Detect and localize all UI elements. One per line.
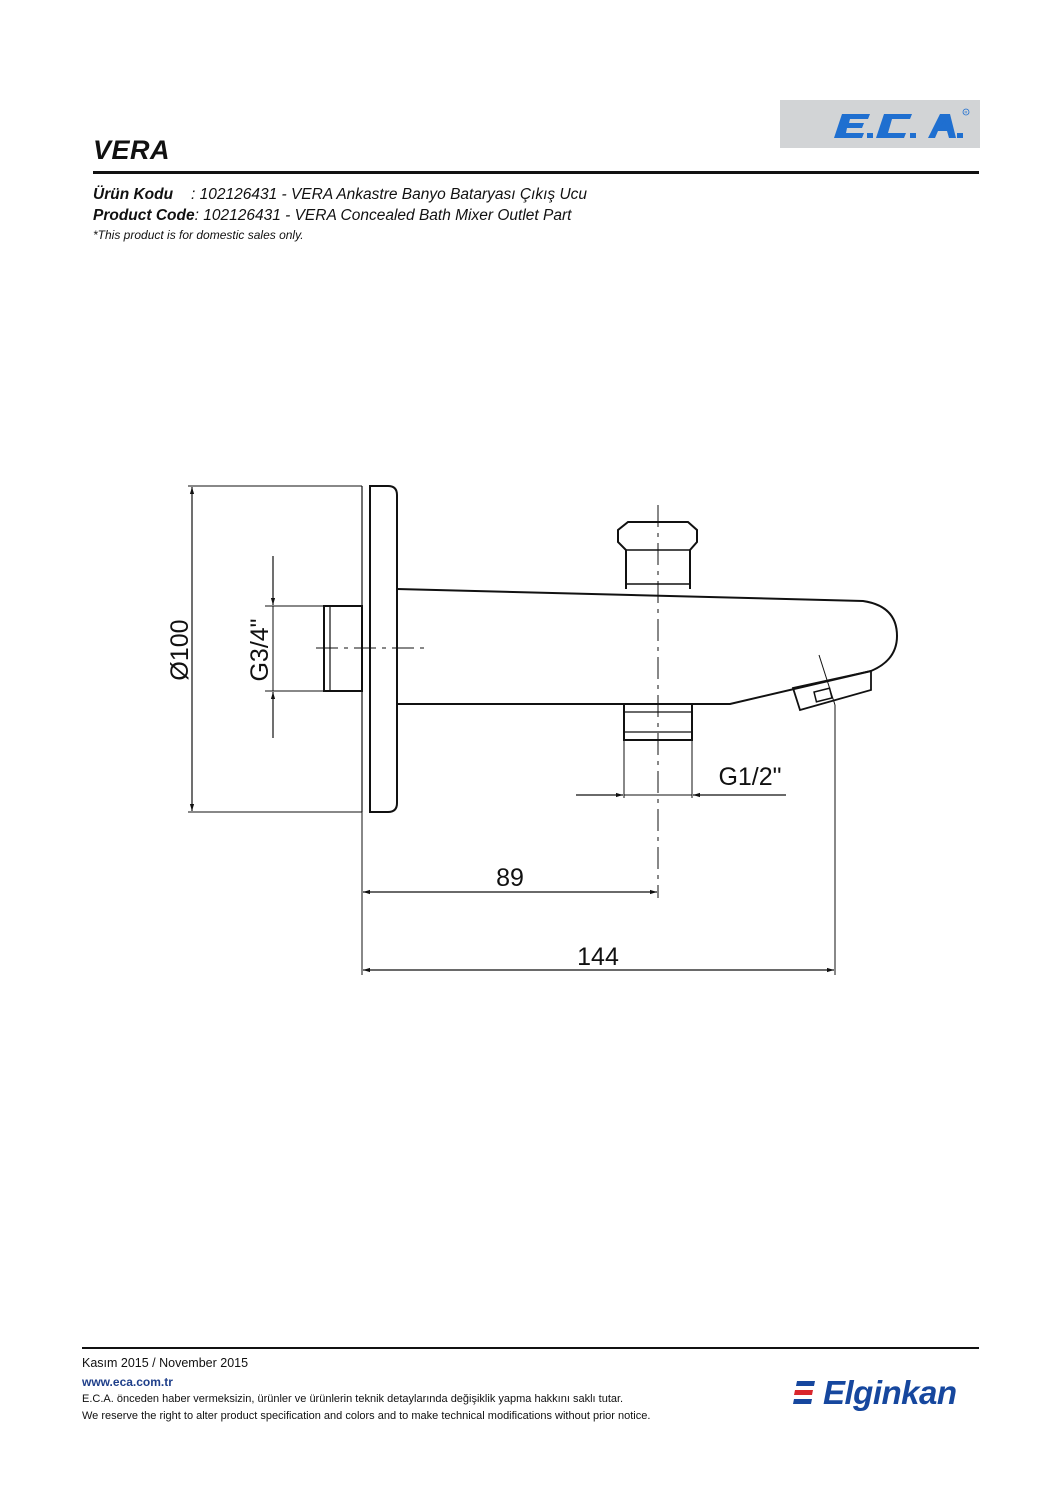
footer-date: Kasım 2015 / November 2015 [82,1356,249,1370]
elginkan-mark-icon [793,1381,815,1404]
eca-logo: R [780,100,980,148]
product-code-tr: Ürün Kodu : 102126431 - VERA Ankastre Ban… [93,186,587,204]
product-code-en: Product Code: 102126431 - VERA Concealed… [93,207,571,225]
footer-rule [82,1347,979,1349]
aerator [791,669,872,712]
wall-flange [369,485,398,813]
dim-inlet-thread-label: G3/4" [246,618,274,681]
dim-144-label: 144 [577,943,619,971]
product-code-tr-label: Ürün Kodu [93,186,174,203]
dim-89-label: 89 [496,864,524,892]
domestic-note: *This product is for domestic sales only… [93,228,304,242]
header-rule [93,171,979,174]
footer-url-link[interactable]: www.eca.com.tr [82,1375,173,1389]
dim-diameter-label: Ø100 [166,619,194,680]
product-code-en-value: : 102126431 - VERA Concealed Bath Mixer … [194,207,572,224]
product-code-en-label: Product Code [93,207,195,224]
footer-disclaimer-tr: E.C.A. önceden haber vermeksizin, ürünle… [82,1393,624,1405]
footer-disclaimer-en: We reserve the right to alter product sp… [82,1410,651,1422]
elginkan-wordmark: Elginkan [823,1374,957,1411]
product-code-tr-value: : 102126431 - VERA Ankastre Banyo Batary… [191,186,588,203]
spout-body [396,588,899,705]
dim-outlet-thread-label: G1/2" [718,763,781,791]
svg-text:R: R [965,110,968,115]
page-title: VERA [93,135,171,165]
elginkan-logo: Elginkan [793,1372,957,1414]
